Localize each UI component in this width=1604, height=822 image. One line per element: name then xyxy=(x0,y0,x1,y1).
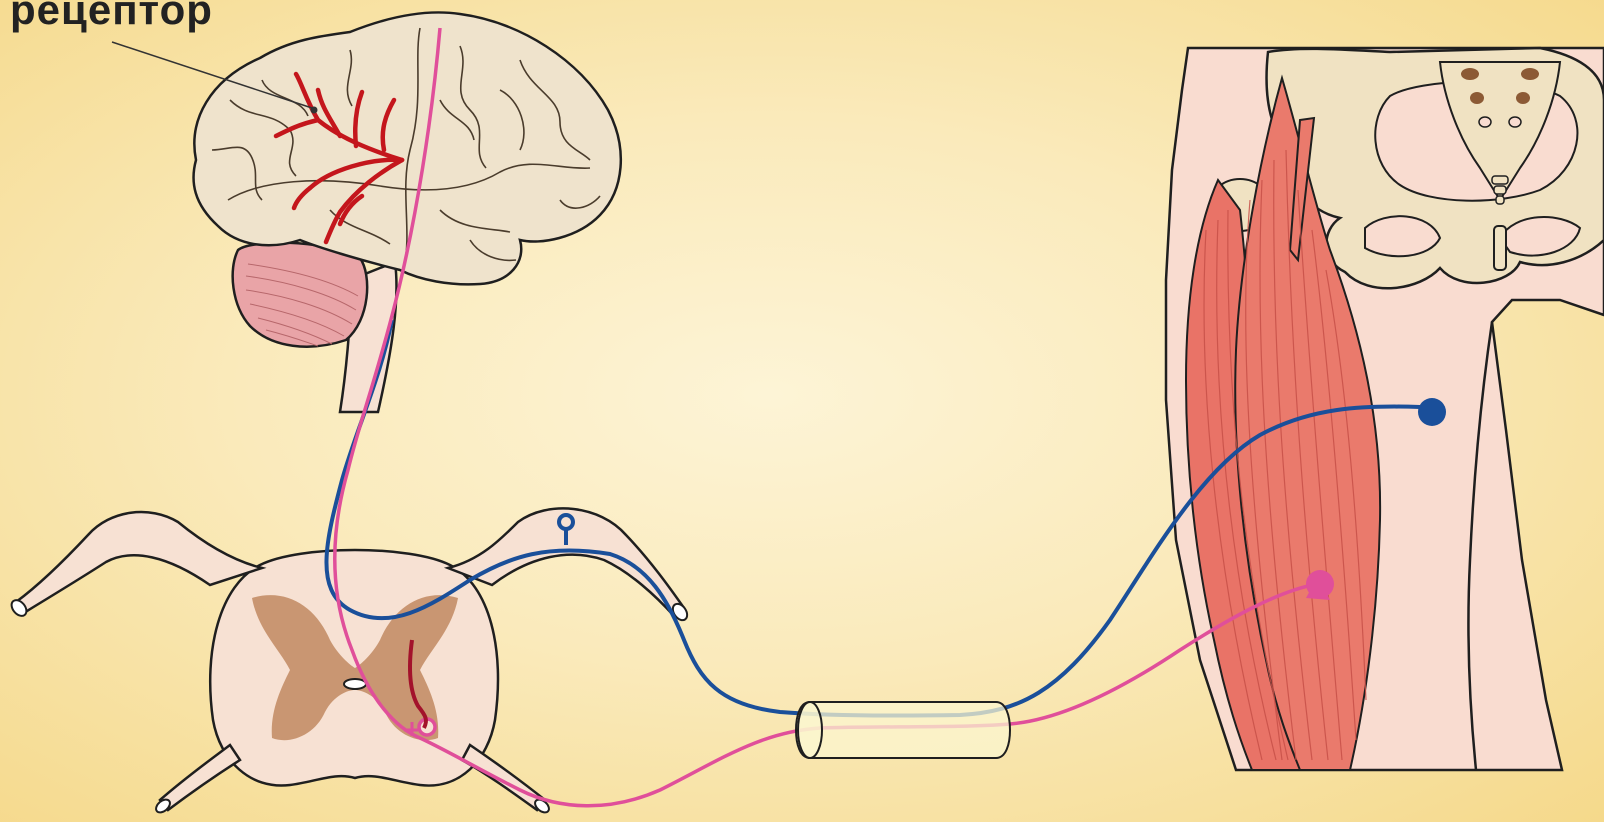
sacral-foramen xyxy=(1461,68,1479,80)
coccyx xyxy=(1496,196,1504,204)
sacral-foramen xyxy=(1509,117,1521,127)
cerebellum xyxy=(233,243,368,347)
sheath-end xyxy=(798,702,822,758)
ventral-root-right xyxy=(462,745,545,810)
brain-icon xyxy=(112,12,621,412)
spinal-cord-cross-section-icon xyxy=(9,508,690,815)
sacral-foramen xyxy=(1516,92,1530,104)
central-canal xyxy=(344,679,366,689)
blue-ganglion-cell xyxy=(559,515,573,529)
receptor-label: рецептор xyxy=(10,0,213,34)
sacral-foramen xyxy=(1479,117,1491,127)
pubic-symphysis xyxy=(1494,226,1506,270)
coccyx xyxy=(1492,176,1508,184)
ventral-root-left xyxy=(160,745,240,810)
sheath-body xyxy=(796,702,1010,758)
sacral-foramen xyxy=(1470,92,1484,104)
dorsal-root-left xyxy=(16,512,262,614)
pink-muscle-ending xyxy=(1306,570,1334,598)
sacral-foramen xyxy=(1521,68,1539,80)
blue-receptor-ending xyxy=(1418,398,1446,426)
nerve-bundle-sheath-icon xyxy=(796,702,1010,758)
coccyx xyxy=(1494,186,1506,194)
